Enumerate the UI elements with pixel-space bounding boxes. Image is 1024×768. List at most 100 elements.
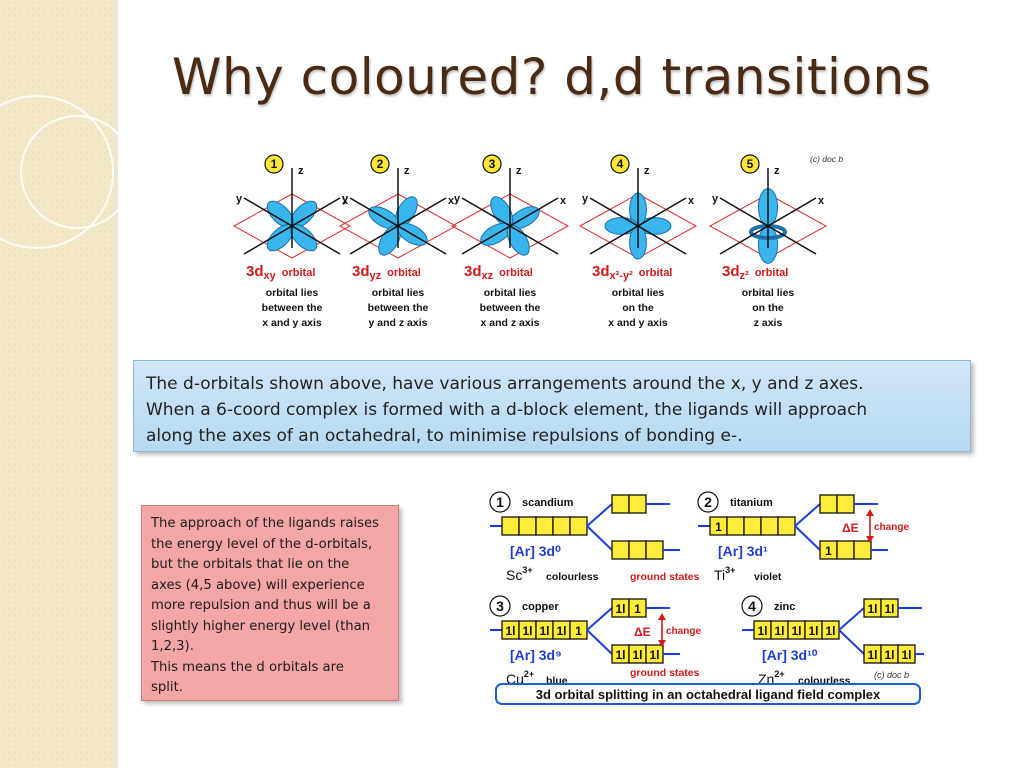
electron-arrows: 1l (522, 624, 532, 638)
element-name: copper (522, 601, 559, 613)
ground-states-label: ground states (630, 667, 700, 679)
axis-label-z: z (516, 165, 522, 177)
split-line-down (586, 629, 613, 655)
ion-colour: colourless (546, 571, 599, 583)
electron-arrows: 1 (634, 602, 641, 616)
electron-arrows: 1l (757, 624, 767, 638)
number-badge-text: 4 (617, 157, 624, 171)
axis-label-y: y (454, 193, 461, 205)
split-line-up (586, 503, 613, 527)
axis-label-x: x (342, 195, 349, 207)
electron-arrows: 1 (715, 520, 722, 534)
orbital-description: orbital lies (372, 287, 425, 299)
panel-number-badge (741, 595, 763, 617)
electron-arrows: 1l (808, 624, 818, 638)
number-badge (264, 154, 284, 174)
change-label: change (666, 626, 701, 637)
orbital-description: between the (368, 302, 429, 314)
number-badge-text: 3 (489, 157, 496, 171)
axis-label-z: z (644, 165, 650, 177)
orbital-box (743, 516, 762, 536)
panel-number: 3 (496, 598, 504, 614)
electron-arrows: 1l (867, 648, 877, 662)
electron-arrows: 1l (632, 648, 642, 662)
number-badge (370, 154, 390, 174)
note-line: This means the d orbitals are (151, 659, 344, 675)
split-line-down (838, 629, 865, 655)
electron-arrows: 1l (615, 602, 625, 616)
delta-arrow-head-down (658, 640, 666, 647)
x-axis (589, 197, 687, 255)
number-badge-text: 2 (377, 157, 384, 171)
split-line-down (586, 525, 613, 551)
electron-arrows: 1l (884, 648, 894, 662)
electron-config: [Ar] 3d¹ (718, 543, 768, 559)
note-line: axes (4,5 above) will experience (151, 577, 365, 593)
decorative-ring-2 (20, 115, 134, 229)
caption-text: 3d orbital splitting in an octahedral li… (536, 687, 881, 702)
electron-arrows: 1l (615, 648, 625, 662)
panel-number: 2 (704, 494, 712, 510)
axis-label-z: z (298, 165, 304, 177)
delta-arrow-head-up (866, 509, 874, 516)
orbital-description: orbital lies (742, 287, 795, 299)
electron-config: [Ar] 3d⁹ (510, 647, 562, 663)
x-axis (461, 197, 559, 255)
change-label: change (874, 522, 909, 533)
info-line: along the axes of an octahedral, to mini… (146, 426, 743, 446)
axis-label-z: z (404, 165, 410, 177)
orbital-description: on the (752, 302, 784, 314)
ground-states-label: ground states (630, 571, 700, 583)
orbital-description: between the (480, 302, 541, 314)
ion-formula: Ti3+ (714, 565, 735, 583)
note-box: The approach of the ligands raises the e… (141, 505, 399, 701)
orbital-box (836, 540, 855, 560)
orbital-description: between the (262, 302, 323, 314)
copyright-text: (c) doc b (874, 670, 909, 680)
split-line-down (794, 525, 821, 551)
orbital-box (611, 494, 630, 514)
electron-arrows: 1l (649, 648, 659, 662)
x-axis (719, 197, 817, 255)
orbital-box (611, 540, 630, 560)
plane-outline (578, 193, 698, 259)
panel-number-badge (697, 491, 719, 513)
electron-arrows: 1l (556, 624, 566, 638)
electron-arrows: 1l (505, 624, 515, 638)
delta-energy: ΔE (634, 625, 651, 639)
axis-label-x: x (688, 195, 695, 207)
number-badge-text: 1 (271, 157, 278, 171)
split-line-up (794, 503, 821, 527)
electron-arrows: 1 (825, 544, 832, 558)
split-line-up (586, 607, 613, 631)
info-line: The d-orbitals shown above, have various… (146, 374, 864, 394)
electron-arrows: 1l (867, 602, 877, 616)
electron-config: [Ar] 3d⁰ (510, 543, 561, 559)
axis-label-y: y (236, 193, 243, 205)
panel-number-badge (489, 595, 511, 617)
orbital-description: orbital lies (612, 287, 665, 299)
orbital-description: orbital lies (266, 287, 319, 299)
info-box: The d-orbitals shown above, have various… (133, 360, 971, 452)
orbital-box (518, 516, 537, 536)
side-band-edge (112, 0, 118, 768)
orbital-description: x and y axis (608, 317, 668, 329)
axis-label-y: y (712, 193, 719, 205)
element-name: zinc (774, 601, 795, 613)
orbital-box (569, 516, 588, 536)
orbital-box (853, 540, 872, 560)
orbital-description: z axis (754, 317, 783, 329)
orbital-box (726, 516, 745, 536)
info-line: When a 6-coord complex is formed with a … (146, 400, 868, 420)
axis-label-z: z (774, 165, 780, 177)
electron-config: [Ar] 3d¹⁰ (762, 647, 818, 663)
split-line-up (838, 607, 865, 631)
panel-number: 1 (496, 494, 504, 510)
